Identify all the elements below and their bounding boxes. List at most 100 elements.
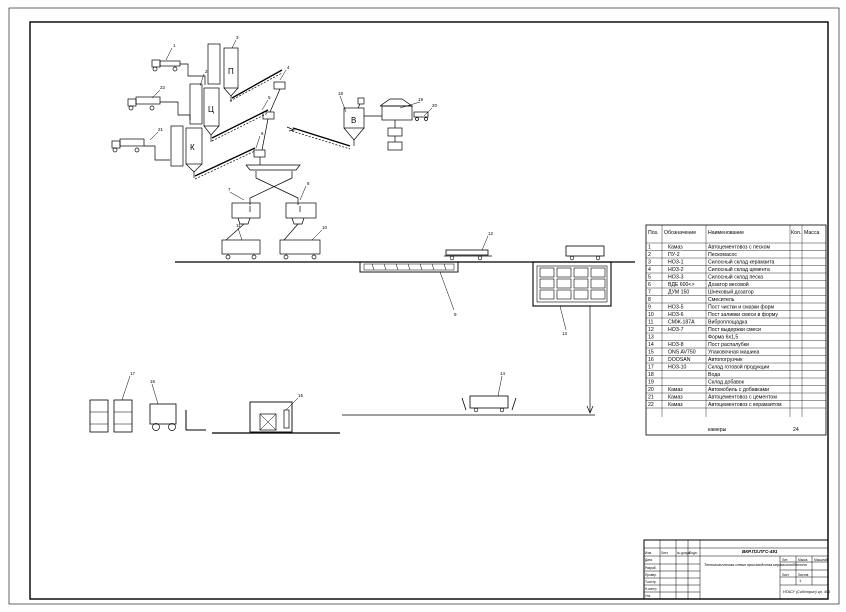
table-cell-name: Пескомасос — [708, 252, 737, 258]
callout-6: 6 — [261, 131, 264, 136]
table-cell-name: Склад готовой продукции — [708, 364, 769, 371]
title-block-label: Лист — [782, 573, 789, 577]
silo-p-label: П — [228, 67, 234, 76]
callout-1: 1 — [173, 43, 176, 48]
title-block-label: № докум. — [677, 551, 691, 555]
table-cell-pos: 19 — [648, 380, 654, 386]
title-block-label: Масса — [798, 558, 808, 562]
table-cell-name: Силосный склад керамзита — [708, 259, 775, 266]
table-cell-name: Пост распалубки — [708, 342, 749, 348]
table-cell-des: НОЗ-1 — [668, 260, 684, 266]
silo-ts-label: Ц — [208, 105, 214, 114]
table-footer-qty: 24 — [793, 427, 799, 433]
callout-22: 22 — [160, 85, 166, 90]
callout-17: 17 — [130, 371, 136, 376]
callout-7: 7 — [228, 187, 231, 192]
drawing-title: Технологическая схема производства керам… — [704, 563, 807, 567]
silo-k — [185, 127, 203, 178]
table-cell-des: НОЗ-3 — [668, 275, 684, 281]
table-cell-des: НОЗ-7 — [668, 327, 684, 333]
table-cell-name: Вода — [708, 372, 720, 378]
callout-9: 9 — [454, 312, 457, 317]
table-cell-pos: 10 — [648, 312, 654, 318]
callout-numbers: 1 2 3 4 5 6 7 8 9 10 11 12 13 14 15 16 1… — [130, 35, 568, 398]
table-cell-name: Виброплощадка — [708, 320, 747, 326]
table-cell-name: Дозатор весовой — [708, 281, 749, 288]
truck-sand — [151, 59, 206, 85]
outer-frame — [8, 7, 840, 605]
title-block-label: Лист — [661, 551, 668, 555]
truck-keramzit-top — [127, 96, 191, 120]
table-cell-pos: 3 — [648, 260, 651, 266]
title-block-label: Изм. — [645, 551, 652, 555]
inner-frame — [29, 21, 829, 600]
table-cell-des: ПУ-2 — [668, 252, 680, 258]
callout-4: 4 — [287, 65, 290, 70]
table-cell-pos: 11 — [648, 320, 653, 326]
table-cell-pos: 16 — [648, 357, 654, 363]
title-block-label: Н.контр. — [645, 587, 657, 591]
callout-11: 11 — [236, 223, 241, 228]
drawing-title-text: Технологическая схема производства керам… — [704, 563, 807, 567]
table-cell-des: DOOSAN — [668, 357, 691, 363]
col-header-pos: Поз. — [648, 230, 658, 236]
table-cell-name: Форма 6х1,5 — [708, 335, 738, 341]
table-cell-name: Автоцементовоз с песком — [708, 245, 771, 251]
callout-19: 19 — [418, 97, 424, 102]
truck-cement — [111, 138, 170, 161]
callout-14: 14 — [500, 371, 506, 376]
title-block-label: Дата — [645, 558, 652, 562]
table-cell-name: Автомобиль с добавками — [708, 387, 769, 393]
table-cell-pos: 15 — [648, 350, 654, 356]
table-cell-name: Автоцементовоз с цементом — [708, 395, 777, 401]
table-cell-des: НОЗ-5 — [668, 305, 684, 311]
callout-2: 2 — [205, 69, 208, 74]
table-cell-des: Камаз — [668, 245, 683, 251]
spec-table: Поз. Обозначение Наименование Кол. Масса… — [645, 224, 827, 436]
table-footer-name: камеры — [708, 427, 727, 433]
callout-15: 15 — [298, 393, 304, 398]
callout-18: 18 — [338, 91, 344, 96]
table-cell-name: Смеситель — [708, 297, 735, 303]
table-cell-des: ВДЕ 600<> — [668, 282, 694, 288]
table-cell-des: Камаз — [668, 387, 683, 393]
table-cell-pos: 17 — [648, 365, 654, 371]
table-cell-pos: 1 — [648, 245, 651, 251]
silo-ts — [203, 87, 220, 142]
table-cell-pos: 20 — [648, 387, 654, 393]
table-cell-name: Автоцементовоз с керамзитом — [708, 402, 782, 408]
table-cell-des: Камаз — [668, 402, 683, 408]
table-cell-pos: 6 — [648, 282, 651, 288]
title-block-label: Листов — [798, 573, 809, 577]
title-block-label: Разраб. — [645, 566, 657, 570]
silo-k-label: К — [190, 143, 195, 152]
sheet-number: 1 — [799, 578, 802, 583]
callouts — [121, 39, 567, 411]
table-cell-name: Пост чистки и смазки форм — [708, 305, 775, 311]
table-cell-pos: 13 — [648, 335, 654, 341]
mixer-v-label: В — [351, 116, 356, 125]
silo-p — [223, 47, 239, 102]
title-block-label: Т.контр. — [645, 580, 657, 584]
process-scheme — [111, 43, 429, 260]
table-cell-des: НОЗ-8 — [668, 342, 684, 348]
table-cell-pos: 22 — [648, 402, 654, 408]
table-cell-pos: 9 — [648, 305, 651, 311]
callout-8: 8 — [307, 181, 310, 186]
col-header-name: Наименование — [708, 230, 744, 236]
table-cell-des: ONS AV750 — [668, 350, 696, 356]
callout-16: 16 — [150, 379, 156, 384]
table-cell-name: Упаковочная машина — [708, 350, 760, 356]
table-cell-name: Склад добавок — [708, 380, 745, 386]
organization: НГАСУ (Сибстрин) гр. 491 — [783, 590, 830, 594]
table-cell-pos: 18 — [648, 372, 654, 378]
callout-12: 12 — [488, 231, 494, 236]
title-block: ВКР.ПЗ.ПГС-491 Технологическая схема про… — [643, 539, 830, 600]
table-cell-pos: 7 — [648, 290, 651, 296]
table-cell-pos: 2 — [648, 252, 651, 258]
col-header-qty: Кол. — [791, 230, 801, 236]
table-cell-pos: 12 — [648, 327, 654, 333]
table-cell-name: Шнековый дозатор — [708, 289, 754, 296]
col-header-mass: Масса — [804, 230, 819, 236]
